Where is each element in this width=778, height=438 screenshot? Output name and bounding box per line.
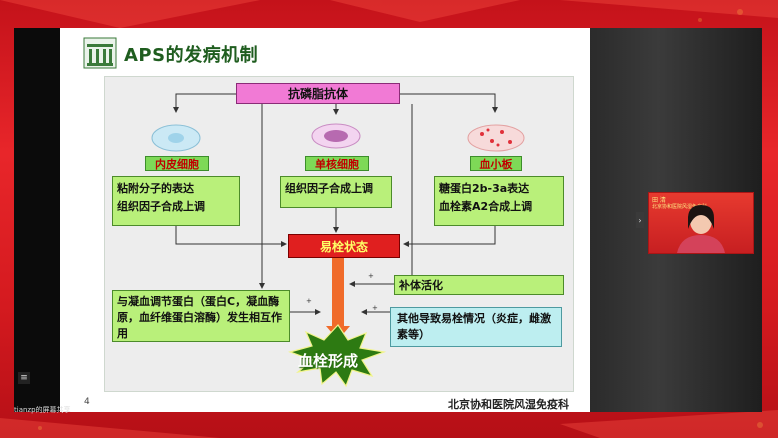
platelet-effects-box: 糖蛋白2b-3a表达 血栓素A2合成上调 bbox=[434, 176, 564, 226]
speaker-caption-2: 北京协和医院风湿免疫科 bbox=[652, 204, 708, 210]
plus-sign-coag: + bbox=[306, 297, 312, 305]
endothelial-cell-label: 内皮细胞 bbox=[145, 156, 209, 171]
complement-activation-text: 补体活化 bbox=[399, 279, 443, 292]
thrombosis-label: 血栓形成 bbox=[298, 352, 359, 370]
platelet-effect-1: 糖蛋白2b-3a表达 bbox=[439, 182, 530, 195]
page-number: 4 bbox=[84, 397, 90, 407]
collapse-video-button[interactable]: › bbox=[636, 212, 644, 228]
complement-activation-box: 补体活化 bbox=[394, 275, 564, 295]
speaker-video-tile[interactable]: 田 清 北京协和医院风湿免疫科 bbox=[648, 192, 754, 254]
antiphospholipid-antibody-box: 抗磷脂抗体 bbox=[236, 83, 400, 104]
speaker-caption-1: 田 清 bbox=[652, 197, 666, 204]
slide-title: APS的发病机制 bbox=[124, 45, 259, 66]
endothelial-effects-box: 粘附分子的表达 组织因子合成上调 bbox=[112, 176, 240, 226]
coagulation-proteins-text: 与凝血调节蛋白（蛋白C，凝血酶原，血纤维蛋白溶酶）发生相互作用 bbox=[117, 295, 282, 340]
plus-sign-other: + bbox=[372, 304, 378, 312]
prothrombotic-state-box: 易栓状态 bbox=[288, 234, 400, 258]
plus-sign-complement: + bbox=[368, 272, 374, 280]
screen-share-label: tianzp的屏幕共享 bbox=[14, 406, 71, 414]
platelet-label: 血小板 bbox=[470, 156, 522, 171]
platelet-effect-2: 血栓素A2合成上调 bbox=[439, 200, 533, 213]
speaker-avatar bbox=[677, 205, 725, 253]
other-factors-box: 其他导致易栓情况（炎症，雌激素等） bbox=[390, 307, 562, 347]
slide-footer: 北京协和医院风湿免疫科 bbox=[448, 398, 569, 411]
endothelial-effect-1: 粘附分子的表达 bbox=[117, 182, 194, 195]
monocyte-effects-box: 组织因子合成上调 bbox=[280, 176, 392, 208]
monocyte-effect-1: 组织因子合成上调 bbox=[285, 182, 373, 195]
hospital-logo bbox=[83, 37, 117, 69]
other-factors-text: 其他导致易栓情况（炎症，雌激素等） bbox=[397, 312, 551, 341]
endothelial-effect-2: 组织因子合成上调 bbox=[117, 200, 205, 213]
coagulation-proteins-box: 与凝血调节蛋白（蛋白C，凝血酶原，血纤维蛋白溶酶）发生相互作用 bbox=[112, 290, 290, 342]
monocyte-label: 单核细胞 bbox=[305, 156, 369, 171]
menu-icon[interactable]: ≡ bbox=[18, 372, 30, 384]
